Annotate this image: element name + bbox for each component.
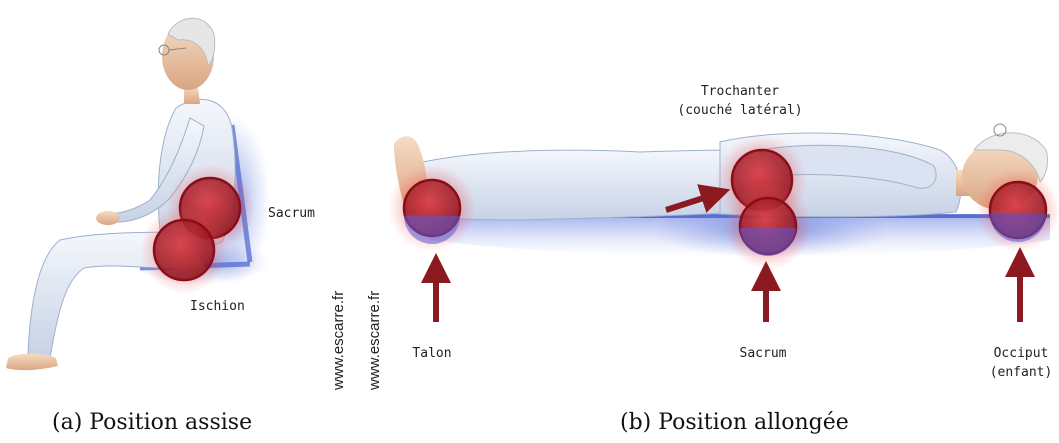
occiput-pressure-marker <box>976 168 1059 252</box>
label-ischion: Ischion <box>190 299 245 314</box>
watermark-panel-a: www.escarre.fr <box>330 291 347 390</box>
label-trochanter-line1: Trochanter <box>701 84 779 99</box>
label-sacrum-lying: Sacrum <box>740 346 787 361</box>
label-occiput-line1: Occiput <box>994 346 1049 361</box>
ischion-pressure-marker <box>140 206 228 294</box>
label-trochanter-line2: (couché latéral) <box>677 103 802 118</box>
label-sacrum-seated: Sacrum <box>268 206 315 221</box>
watermark-panel-b: www.escarre.fr <box>366 291 383 390</box>
sacrum-pressure-marker-lying <box>724 182 812 270</box>
caption-panel-b: (b) Position allongée <box>620 410 849 435</box>
caption-panel-a: (a) Position assise <box>52 410 252 435</box>
label-talon: Talon <box>412 346 451 361</box>
label-occiput-line2: (enfant) <box>990 365 1053 380</box>
talon-pressure-marker <box>388 164 476 252</box>
